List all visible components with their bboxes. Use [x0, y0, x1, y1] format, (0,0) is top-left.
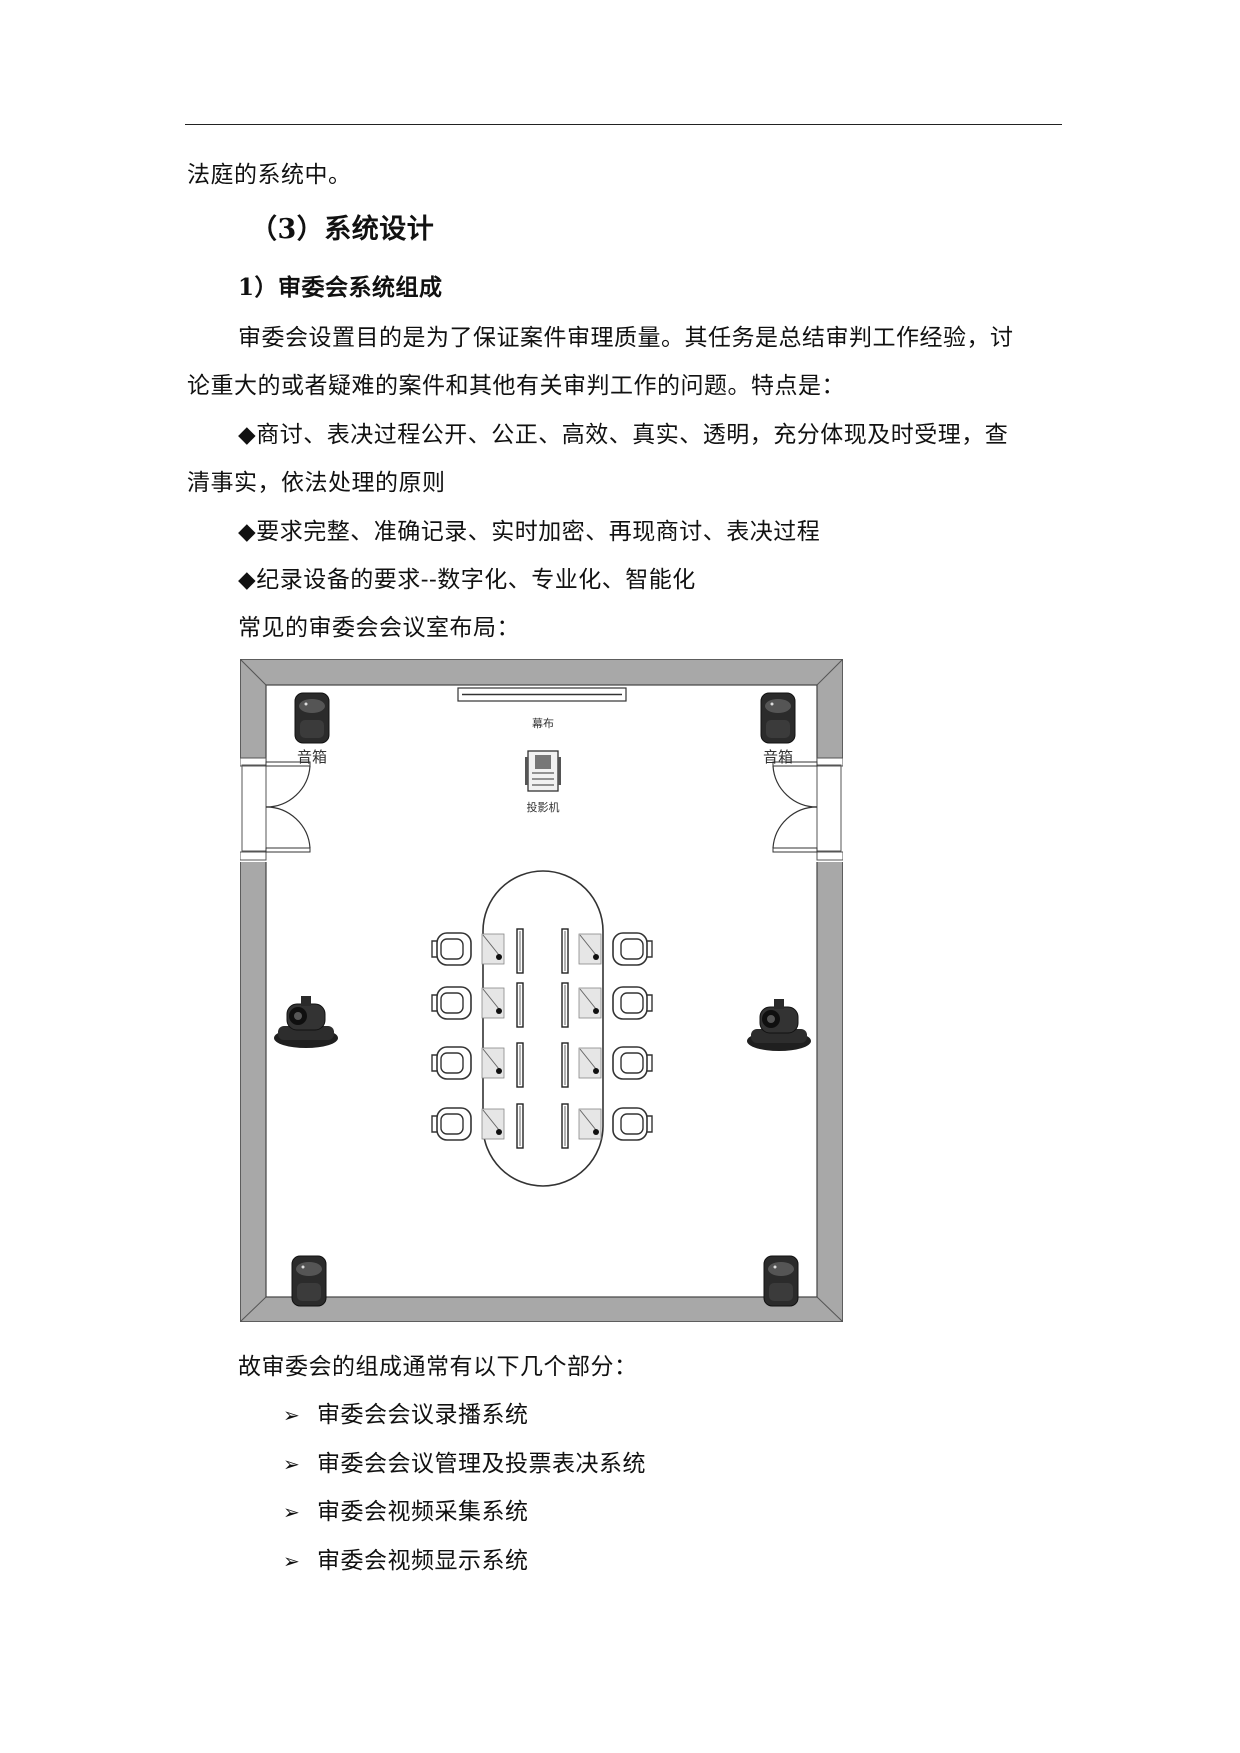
feature-1-line-1: ◆商讨、表决过程公开、公正、高效、真实、透明，充分体现及时受理，查 — [238, 422, 1009, 448]
projector-label: 投影机 — [527, 800, 560, 814]
paragraph-line-2: 论重大的或者疑难的案件和其他有关审判工作的问题。特点是： — [187, 373, 845, 399]
speaker-label-left: 音箱 — [297, 748, 327, 766]
list-item-text: 审委会视频显示系统 — [317, 1548, 529, 1574]
list-item-text: 审委会会议管理及投票表决系统 — [317, 1451, 646, 1477]
chair — [431, 986, 472, 1020]
display-screen-icon — [516, 982, 524, 1028]
display-screen-icon — [561, 1042, 569, 1088]
speaker-icon — [294, 692, 330, 744]
display-screen-icon — [561, 1103, 569, 1149]
subheading: 1）审委会系统组成 — [238, 274, 443, 301]
speaker-icon — [291, 1255, 327, 1307]
display-screen-icon — [516, 928, 524, 974]
discussion-unit-icon — [578, 933, 602, 965]
chair — [612, 1046, 653, 1080]
layout-caption: 常见的审委会会议室布局： — [238, 615, 520, 641]
section-heading: （3）系统设计 — [250, 214, 435, 245]
left-door — [240, 757, 311, 862]
discussion-unit-icon — [578, 1047, 602, 1079]
feature-1-line-2: 清事实，依法处理的原则 — [187, 470, 446, 496]
arrow-bullet-icon: ➢ — [283, 1549, 301, 1573]
discussion-unit-icon — [481, 987, 505, 1019]
chair — [612, 1107, 653, 1141]
discussion-unit-icon — [481, 1108, 505, 1140]
display-screen-icon — [561, 928, 569, 974]
screen-label: 幕布 — [532, 716, 554, 730]
paragraph-line-1: 审委会设置目的是为了保证案件审理质量。其任务是总结审判工作经验，讨 — [238, 325, 1014, 351]
right-door — [772, 757, 843, 862]
meeting-room-layout-figure: 幕布 投影机 音箱 音箱 — [240, 659, 843, 1322]
discussion-unit-icon — [578, 1108, 602, 1140]
projector-icon — [525, 750, 561, 792]
arrow-bullet-icon: ➢ — [283, 1403, 301, 1427]
list-item: ➢ 审委会会议录播系统 — [283, 1400, 529, 1430]
chair — [431, 932, 472, 966]
list-item: ➢ 审委会视频显示系统 — [283, 1546, 529, 1576]
chair — [612, 986, 653, 1020]
chair — [431, 1046, 472, 1080]
header-rule — [185, 124, 1062, 125]
feature-2: ◆要求完整、准确记录、实时加密、再现商讨、表决过程 — [238, 519, 821, 545]
discussion-unit-icon — [481, 933, 505, 965]
speaker-icon — [763, 1255, 799, 1307]
intro-line: 法庭的系统中。 — [187, 162, 352, 188]
list-item-text: 审委会会议录播系统 — [317, 1402, 529, 1428]
display-screen-icon — [516, 1042, 524, 1088]
discussion-unit-icon — [481, 1047, 505, 1079]
chair — [431, 1107, 472, 1141]
speaker-icon — [760, 692, 796, 744]
components-intro: 故审委会的组成通常有以下几个部分： — [238, 1354, 638, 1380]
list-item: ➢ 审委会视频采集系统 — [283, 1497, 529, 1527]
speaker-label-right: 音箱 — [763, 748, 793, 766]
arrow-bullet-icon: ➢ — [283, 1452, 301, 1476]
chair — [612, 932, 653, 966]
arrow-bullet-icon: ➢ — [283, 1500, 301, 1524]
list-item: ➢ 审委会会议管理及投票表决系统 — [283, 1449, 646, 1479]
display-screen-icon — [516, 1103, 524, 1149]
list-item-text: 审委会视频采集系统 — [317, 1499, 529, 1525]
projection-screen — [457, 687, 627, 702]
feature-3: ◆纪录设备的要求--数字化、专业化、智能化 — [238, 567, 696, 593]
discussion-unit-icon — [578, 987, 602, 1019]
display-screen-icon — [561, 982, 569, 1028]
conference-table — [482, 870, 604, 1187]
